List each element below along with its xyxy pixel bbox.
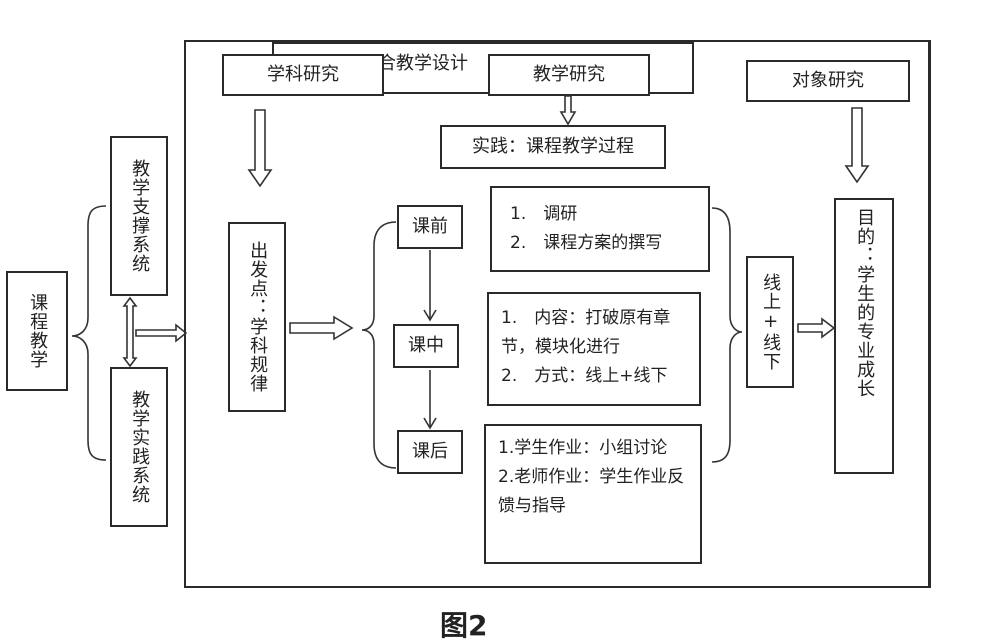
practice-system-label: 教学实践系统	[129, 390, 151, 504]
online-offline-label: 线上+线下	[760, 273, 782, 371]
before-detail-box: 1. 调研 2. 课程方案的撰写	[490, 186, 710, 272]
course-teaching-label: 课程教学	[27, 293, 49, 369]
during-detail-list: 1. 内容：打破原有章节，模块化进行 2. 方式：线上+线下	[501, 304, 689, 391]
start-point-label: 出发点：学科规律	[247, 241, 269, 393]
systems-to-center-arrow	[135, 323, 188, 343]
practice-process-label: 实践：课程教学过程	[472, 135, 634, 157]
before-detail-item: 2. 课程方案的撰写	[510, 232, 663, 253]
figure-caption: 图2	[440, 609, 488, 642]
subject-research-box: 学科研究	[222, 54, 384, 96]
stage-before-label: 课前	[412, 215, 448, 237]
design-title: 混合教学设计	[360, 53, 468, 74]
goal-box: 目的：学生的专业成长	[834, 198, 894, 474]
stage-before-box: 课前	[397, 205, 463, 249]
after-detail-item: 2.老师作业：学生作业反馈与指导	[498, 466, 685, 516]
stage-during-label: 课中	[408, 334, 444, 356]
course-teaching-box: 课程教学	[6, 271, 68, 391]
after-detail-list: 1.学生作业：小组讨论 2.老师作业：学生作业反馈与指导	[498, 434, 690, 521]
during-detail-box: 1. 内容：打破原有章节，模块化进行 2. 方式：线上+线下	[487, 292, 701, 406]
during-detail-item: 2. 方式：线上+线下	[501, 365, 668, 386]
teaching-research-label: 教学研究	[533, 63, 605, 85]
main-frame	[184, 40, 931, 588]
subject-research-label: 学科研究	[267, 63, 339, 85]
stage-during-box: 课中	[393, 324, 459, 368]
before-detail-item: 1. 调研	[510, 204, 578, 224]
after-detail-box: 1.学生作业：小组讨论 2.老师作业：学生作业反馈与指导	[484, 424, 702, 564]
systems-double-arrow	[122, 296, 138, 368]
goal-label: 目的：学生的专业成长	[854, 208, 876, 398]
online-offline-box: 线上+线下	[746, 256, 794, 388]
start-point-box: 出发点：学科规律	[228, 222, 286, 412]
practice-system-box: 教学实践系统	[110, 367, 168, 527]
stage-after-box: 课后	[397, 430, 463, 474]
stage-after-label: 课后	[412, 440, 448, 462]
practice-process-box: 实践：课程教学过程	[440, 125, 666, 169]
after-detail-item: 1.学生作业：小组讨论	[498, 438, 668, 458]
object-research-box: 对象研究	[746, 60, 910, 102]
before-detail-list: 1. 调研 2. 课程方案的撰写	[510, 200, 708, 258]
teaching-research-box: 教学研究	[488, 54, 650, 96]
support-system-box: 教学支撑系统	[110, 136, 168, 296]
during-detail-item: 1. 内容：打破原有章节，模块化进行	[501, 308, 671, 357]
object-research-label: 对象研究	[792, 69, 864, 91]
left-brace	[71, 205, 107, 461]
support-system-label: 教学支撑系统	[129, 159, 151, 273]
